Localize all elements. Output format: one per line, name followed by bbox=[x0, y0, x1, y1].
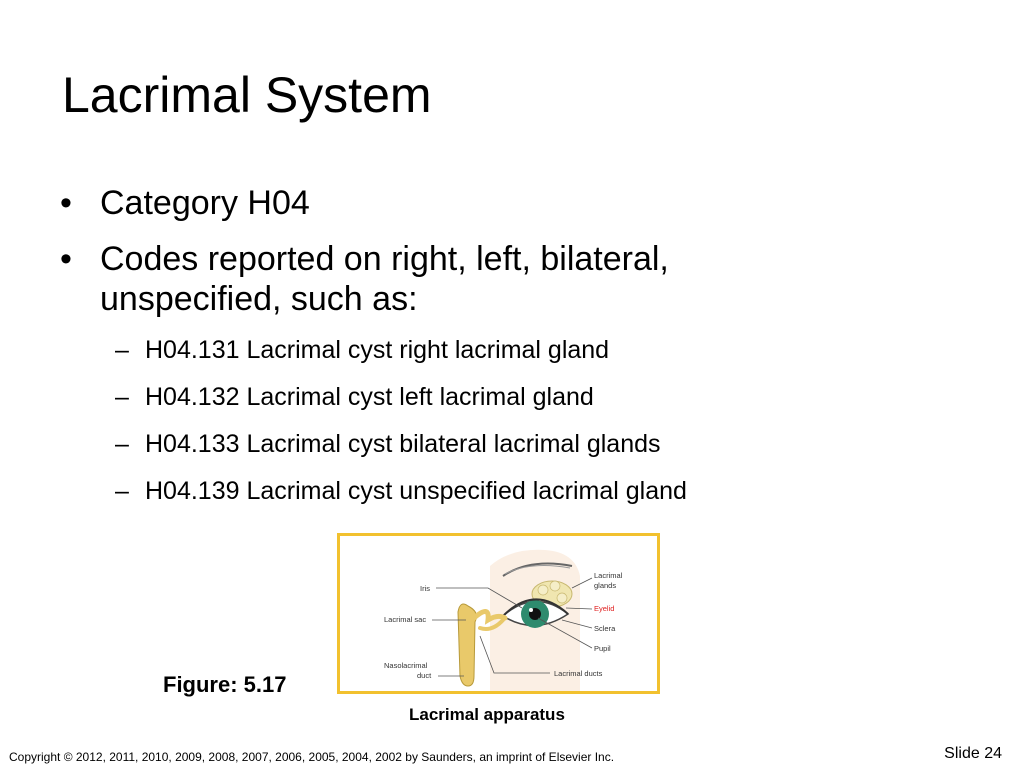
dash-icon: – bbox=[115, 430, 129, 458]
sub-bullet-item: – H04.133 Lacrimal cyst bilateral lacrim… bbox=[60, 429, 820, 459]
leader-lines bbox=[432, 577, 593, 677]
canaliculi bbox=[471, 609, 508, 625]
dash-icon: – bbox=[115, 383, 129, 411]
bullet-text: Category H04 bbox=[100, 184, 310, 222]
dash-icon: – bbox=[115, 477, 129, 505]
label-duct: duct bbox=[417, 671, 432, 680]
label-lacrimal-glands: Lacrimal bbox=[594, 571, 623, 580]
sub-bullet-item: – H04.139 Lacrimal cyst unspecified lacr… bbox=[60, 476, 820, 506]
sub-bullet-text: H04.139 Lacrimal cyst unspecified lacrim… bbox=[145, 477, 687, 505]
label-pupil: Pupil bbox=[594, 644, 611, 653]
sub-bullet-item: – H04.132 Lacrimal cyst left lacrimal gl… bbox=[60, 382, 820, 412]
lower-canaliculus bbox=[478, 618, 505, 631]
bullet-item: • Category H04 bbox=[60, 183, 820, 223]
slide-number: Slide 24 bbox=[944, 745, 1002, 762]
sub-bullet-text: H04.131 Lacrimal cyst right lacrimal gla… bbox=[145, 336, 610, 364]
figure-caption: Lacrimal apparatus bbox=[409, 705, 565, 724]
gland-lobule bbox=[537, 584, 549, 596]
bullet-text: Codes reported on right, left, bilateral… bbox=[100, 240, 669, 318]
figure-frame: Iris Lacrimal sac Nasolacrimal duct Lacr… bbox=[337, 533, 660, 694]
figure-label: Figure: 5.17 bbox=[163, 672, 287, 697]
dash-icon: – bbox=[115, 336, 129, 364]
lacrimal-apparatus-illustration: Iris Lacrimal sac Nasolacrimal duct Lacr… bbox=[384, 549, 623, 691]
copyright-footer: Copyright © 2012, 2011, 2010, 2009, 2008… bbox=[9, 750, 615, 764]
gland-lobule bbox=[556, 592, 568, 604]
gland-lobule bbox=[549, 580, 561, 592]
sub-bullet-text: H04.132 Lacrimal cyst left lacrimal glan… bbox=[145, 383, 594, 411]
sub-bullet-item: – H04.131 Lacrimal cyst right lacrimal g… bbox=[60, 335, 820, 365]
upper-eyelid bbox=[502, 598, 569, 617]
label-lacrimal-ducts: Lacrimal ducts bbox=[554, 669, 603, 678]
label-nasolacrimal: Nasolacrimal bbox=[384, 661, 428, 670]
label-glands: glands bbox=[594, 581, 616, 590]
bullet-item: • Codes reported on right, left, bilater… bbox=[60, 239, 820, 319]
label-sclera: Sclera bbox=[594, 624, 616, 633]
bullet-dot-icon: • bbox=[60, 240, 72, 278]
eyebrow-hair bbox=[504, 565, 571, 575]
bullet-list: • Category H04 • Codes reported on right… bbox=[60, 183, 820, 523]
slide-title: Lacrimal System bbox=[62, 67, 432, 123]
eye-highlight bbox=[529, 608, 533, 612]
sub-bullet-text: H04.133 Lacrimal cyst bilateral lacrimal… bbox=[145, 430, 661, 458]
label-iris: Iris bbox=[420, 584, 430, 593]
bullet-dot-icon: • bbox=[60, 184, 72, 222]
label-eyelid: Eyelid bbox=[594, 604, 614, 613]
label-lacrimal-sac: Lacrimal sac bbox=[384, 615, 426, 624]
